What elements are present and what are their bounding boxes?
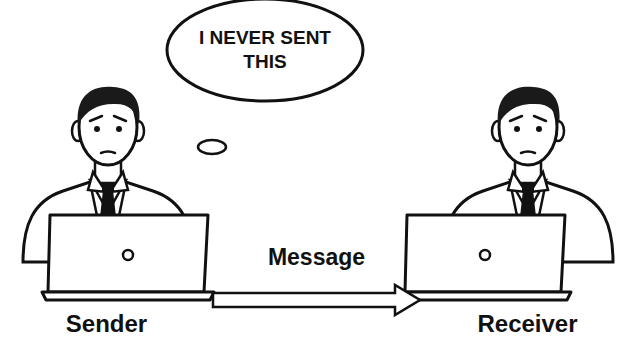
bubble-ellipse — [167, 0, 363, 101]
edge-label: Message — [268, 244, 365, 271]
receiver-box: Receiver — [420, 78, 635, 345]
laptop — [42, 215, 214, 300]
person-label: Receiver — [420, 311, 635, 337]
sender-box: Sender — [0, 78, 213, 345]
receiver-person — [399, 87, 613, 300]
thought-bubble: I NEVER SENT THIS — [165, 0, 365, 103]
laptop — [399, 215, 571, 300]
sender-person — [23, 87, 214, 300]
person-label: Sender — [0, 311, 213, 337]
message-arrow — [213, 285, 420, 315]
thought-text: I NEVER SENT THIS — [190, 26, 340, 74]
thought-dot — [198, 140, 226, 154]
